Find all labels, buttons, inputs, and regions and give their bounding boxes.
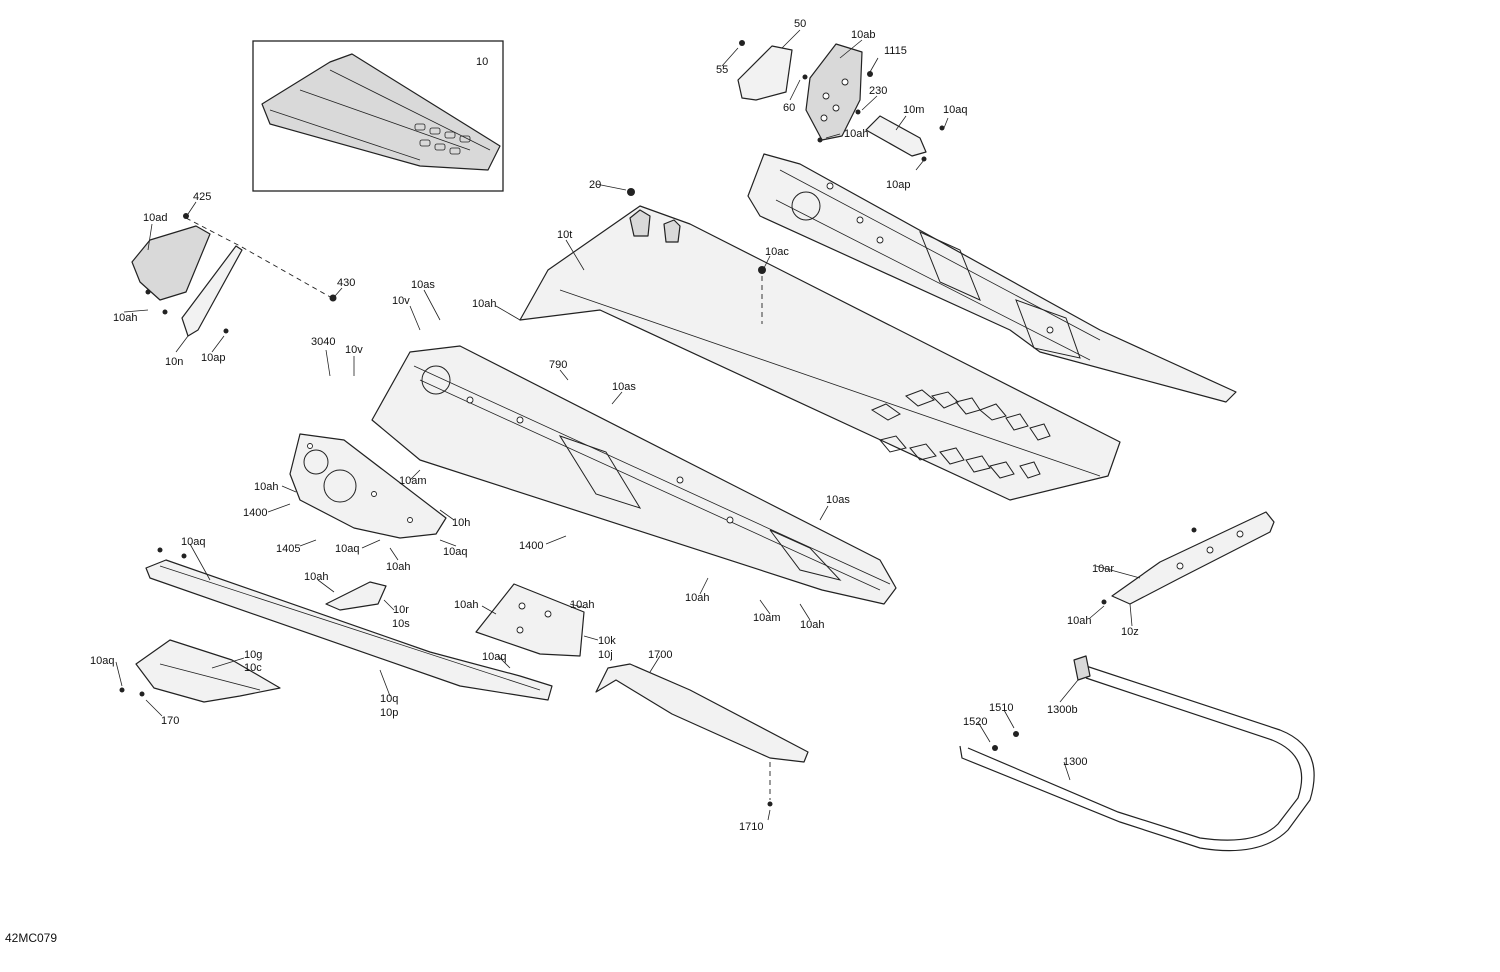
callout-10aq-e: 10aq (482, 651, 506, 663)
callout-10ah-top: 10ah (844, 128, 868, 140)
callout-10ah-left: 10ah (113, 312, 137, 324)
inset-overview: 10 (252, 40, 504, 192)
callout-1520: 1520 (963, 716, 987, 728)
callout-10ah-d: 10ah (386, 561, 410, 573)
callout-55: 55 (716, 64, 728, 76)
callout-1300b: 1300b (1047, 704, 1078, 716)
callout-1710: 1710 (739, 821, 763, 833)
callout-430: 430 (337, 277, 355, 289)
callout-10ap-left: 10ap (201, 352, 225, 364)
callout-10t: 10t (557, 229, 572, 241)
callout-1700: 1700 (648, 649, 672, 661)
bracket-10k (475, 583, 585, 657)
bumper-strip (145, 547, 553, 701)
tunnel-top-panel (519, 188, 1121, 501)
callout-1115: 1115 (884, 45, 907, 57)
callout-20: 20 (589, 179, 601, 191)
callout-10ah-f: 10ah (454, 599, 478, 611)
callout-10aq-c: 10aq (443, 546, 467, 558)
callout-10p: 10p (380, 707, 398, 719)
callout-10ar: 10ar (1092, 563, 1114, 575)
callout-10n: 10n (165, 356, 183, 368)
callout-10s: 10s (392, 618, 410, 630)
callout-50: 50 (794, 18, 806, 30)
callout-10ac: 10ac (765, 246, 789, 258)
callout-10v-b: 10v (345, 344, 363, 356)
callout-10aq-f: 10aq (90, 655, 114, 667)
callout-10as-a: 10as (411, 279, 435, 291)
callout-10aq-d: 10aq (181, 536, 205, 548)
callout-60: 60 (783, 102, 795, 114)
callout-170: 170 (161, 715, 179, 727)
callout-230: 230 (869, 85, 887, 97)
callout-10ad: 10ad (143, 212, 167, 224)
callout-3040: 3040 (311, 336, 335, 348)
callout-10as-c: 10as (826, 494, 850, 506)
callout-10am-a: 10am (399, 475, 427, 487)
callout-10k: 10k (598, 635, 616, 647)
callout-10aq-top: 10aq (943, 104, 967, 116)
runner-1700 (595, 663, 809, 807)
right-tunnel-rail (747, 153, 1237, 403)
callout-10m: 10m (903, 104, 924, 116)
callout-10j: 10j (598, 649, 613, 661)
callout-10q: 10q (380, 693, 398, 705)
rear-bracket-group (737, 40, 945, 162)
callout-10ah-mid: 10ah (472, 298, 496, 310)
rail-bracket-10z (1101, 511, 1275, 605)
callout-1510: 1510 (989, 702, 1013, 714)
front-left-bracket-group (131, 213, 337, 337)
side-plate (289, 433, 447, 539)
callout-10g: 10g (244, 649, 262, 661)
callout-10ah-g: 10ah (570, 599, 594, 611)
callout-10ah-h: 10ah (685, 592, 709, 604)
callout-10ap-top: 10ap (886, 179, 910, 191)
callout-10r: 10r (393, 604, 409, 616)
callout-425: 425 (193, 191, 211, 203)
callout-10am-b: 10am (753, 612, 781, 624)
callout-10ah-c: 10ah (254, 481, 278, 493)
callout-10c: 10c (244, 662, 262, 674)
callout-10v-a: 10v (392, 295, 410, 307)
left-tunnel-rail (371, 345, 897, 605)
callout-10ah-i: 10ah (800, 619, 824, 631)
callout-1400-b: 1400 (519, 540, 543, 552)
callout-1405: 1405 (276, 543, 300, 555)
callout-1400-a: 1400 (243, 507, 267, 519)
callout-labels: 50 10ab 1115 55 60 230 10m 10aq 10ah 10a… (90, 18, 1139, 833)
callout-10aq-b: 10aq (335, 543, 359, 555)
inset-label: 10 (476, 56, 488, 68)
callout-10as-b: 10as (612, 381, 636, 393)
small-bracket-10r (325, 581, 387, 611)
callout-10ah-e: 10ah (304, 571, 328, 583)
callout-10h: 10h (452, 517, 470, 529)
skid-plate (119, 639, 281, 703)
leader-lines (115, 29, 1141, 821)
callout-10ab: 10ab (851, 29, 875, 41)
callout-10z: 10z (1121, 626, 1139, 638)
callout-790: 790 (549, 359, 567, 371)
callout-1300: 1300 (1063, 756, 1087, 768)
rear-bumper-loop (959, 655, 1315, 852)
diagram-reference-id: 42MC079 (5, 931, 57, 945)
callout-10ah-j: 10ah (1067, 615, 1091, 627)
